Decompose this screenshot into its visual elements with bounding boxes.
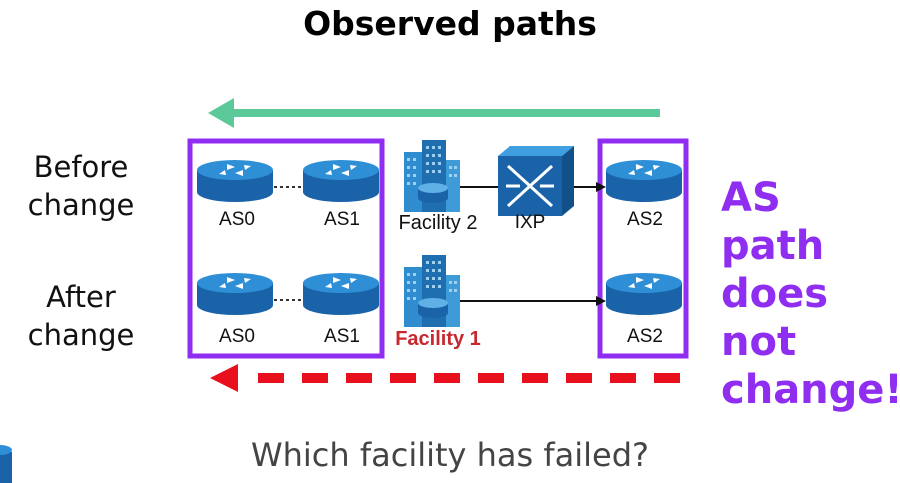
question-text: Which facility has failed? [250, 436, 650, 474]
node-label-as2-before: AS2 [627, 209, 663, 230]
node-label-as0-before: AS0 [219, 209, 255, 230]
diagram-title: Observed paths [303, 4, 597, 43]
router-icon-as2-before [606, 160, 682, 202]
router-icon-as0-before [197, 160, 273, 202]
callout-line-1: AS path [721, 175, 825, 269]
router-icon-as1-before [303, 160, 379, 202]
node-label-ixp: IXP [514, 212, 546, 233]
red-path-arrow [210, 364, 680, 392]
before-change-label: Before change [6, 148, 156, 224]
ixp-switch-icon [498, 146, 574, 216]
after-change-label: After change [6, 278, 156, 354]
node-label-as1-before: AS1 [324, 209, 360, 230]
node-label-as2-after: AS2 [627, 326, 663, 347]
router-icon-as0-after [197, 273, 273, 315]
router-icon-partial [0, 445, 12, 483]
router-icon-as1-after [303, 273, 379, 315]
before-label-line2: change [27, 188, 135, 222]
router-icon-as2-after [606, 273, 682, 315]
as0-as1-box [187, 138, 385, 359]
callout-line-3: not [721, 319, 797, 365]
green-path-arrow [208, 98, 660, 128]
after-label-line1: After [46, 280, 116, 314]
after-label-line2: change [27, 318, 135, 352]
before-label-line1: Before [33, 150, 129, 184]
callout-line-2: does [721, 271, 829, 317]
node-label-as1-after: AS1 [324, 326, 360, 347]
node-label-as0-after: AS0 [219, 326, 255, 347]
building-icon-facility-2 [404, 140, 460, 212]
callout-line-4: change! [721, 367, 900, 413]
building-icon-facility-1 [404, 255, 460, 327]
as2-box [597, 138, 689, 359]
node-label-facility-2: Facility 2 [398, 212, 478, 234]
as-path-callout: AS path does not change! [721, 174, 900, 414]
node-label-facility-1: Facility 1 [395, 328, 481, 350]
